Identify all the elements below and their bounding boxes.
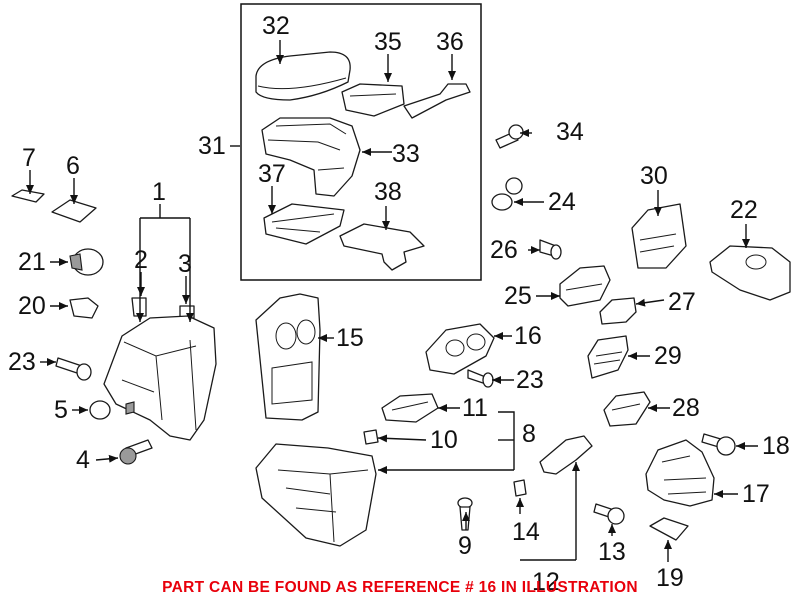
label-13[interactable]: 13 (598, 538, 626, 566)
label-23-middle[interactable]: 23 (516, 366, 544, 394)
part-22-box[interactable] (709, 245, 791, 301)
part-38-support-bracket[interactable] (339, 223, 425, 271)
label-23-left[interactable]: 23 (8, 348, 36, 376)
part-20-clip[interactable] (69, 297, 99, 319)
label-32[interactable]: 32 (262, 12, 290, 40)
label-35[interactable]: 35 (374, 28, 402, 56)
part-27-switch[interactable] (599, 297, 637, 325)
part-24-nut[interactable] (491, 177, 523, 211)
label-29[interactable]: 29 (654, 342, 682, 370)
label-31[interactable]: 31 (198, 132, 226, 160)
part-16-bezel[interactable] (425, 323, 495, 375)
label-27[interactable]: 27 (668, 288, 696, 316)
label-30[interactable]: 30 (640, 162, 668, 190)
part-17-cupholder[interactable] (645, 439, 715, 507)
part-23-bolt-left[interactable] (55, 357, 92, 381)
label-25[interactable]: 25 (504, 282, 532, 310)
label-28[interactable]: 28 (672, 394, 700, 422)
label-20[interactable]: 20 (18, 292, 46, 320)
label-7[interactable]: 7 (22, 144, 36, 172)
part-32-armrest-lid[interactable] (255, 51, 351, 101)
part-15-rear-panel[interactable] (255, 293, 321, 421)
part-8-console-body[interactable] (255, 443, 377, 547)
label-37[interactable]: 37 (258, 160, 286, 188)
part-30-control-unit[interactable] (631, 203, 687, 269)
label-9[interactable]: 9 (458, 532, 472, 560)
label-10[interactable]: 10 (430, 426, 458, 454)
leader-lines (26, 40, 758, 562)
reference-note: PART CAN BE FOUND AS REFERENCE # 16 IN I… (162, 579, 638, 596)
part-23-bolt-middle[interactable] (467, 369, 494, 388)
part-18-bolt[interactable] (701, 433, 736, 456)
label-24[interactable]: 24 (548, 188, 576, 216)
label-8[interactable]: 8 (522, 420, 536, 448)
label-36[interactable]: 36 (436, 28, 464, 56)
part-5-plug[interactable] (89, 400, 111, 420)
label-38[interactable]: 38 (374, 178, 402, 206)
part-33-hinge-bracket[interactable] (261, 117, 361, 197)
label-15[interactable]: 15 (336, 324, 364, 352)
part-10-pad[interactable] (363, 429, 379, 445)
label-21[interactable]: 21 (18, 248, 46, 276)
label-19[interactable]: 19 (656, 564, 684, 592)
label-34[interactable]: 34 (556, 118, 584, 146)
part-26-sensor[interactable] (539, 239, 562, 260)
part-14-clip[interactable] (513, 479, 527, 497)
label-18[interactable]: 18 (762, 432, 790, 460)
part-4-screw[interactable] (119, 439, 153, 465)
part-6-pad[interactable] (51, 199, 97, 223)
part-9-screw[interactable] (457, 497, 473, 531)
label-33[interactable]: 33 (392, 140, 420, 168)
label-4[interactable]: 4 (76, 446, 90, 474)
label-17[interactable]: 17 (742, 480, 770, 508)
part-34-bolt[interactable] (495, 124, 524, 149)
part-7-pad[interactable] (11, 189, 45, 203)
label-22[interactable]: 22 (730, 196, 758, 224)
label-14[interactable]: 14 (512, 518, 540, 546)
part-37-armrest-pad[interactable] (263, 203, 345, 245)
label-16[interactable]: 16 (514, 322, 542, 350)
part-25-module[interactable] (559, 265, 611, 307)
part-13-bolt[interactable] (593, 503, 625, 525)
part-11-tray[interactable] (381, 393, 439, 423)
part-19-pad[interactable] (649, 517, 689, 541)
label-12[interactable]: 12 (532, 568, 560, 596)
label-3[interactable]: 3 (178, 250, 192, 278)
label-11[interactable]: 11 (462, 394, 488, 422)
label-5[interactable]: 5 (54, 396, 68, 424)
part-2-clip[interactable] (131, 297, 147, 317)
label-26[interactable]: 26 (490, 236, 518, 264)
part-21-knob[interactable] (69, 248, 104, 276)
part-28-pad[interactable] (603, 391, 651, 427)
part-36-latch-rod[interactable] (403, 83, 471, 119)
armrest-assembly-box (240, 3, 482, 281)
callout-labels: 32 35 36 31 33 37 38 34 7 6 1 21 2 3 20 … (8, 12, 790, 596)
label-2[interactable]: 2 (134, 246, 148, 274)
part-29-vent[interactable] (587, 335, 629, 379)
label-6[interactable]: 6 (66, 152, 80, 180)
part-1-console-housing[interactable] (103, 315, 217, 441)
part-35-latch[interactable] (341, 83, 405, 117)
label-1[interactable]: 1 (152, 178, 166, 206)
part-12-bracket[interactable] (539, 435, 593, 475)
